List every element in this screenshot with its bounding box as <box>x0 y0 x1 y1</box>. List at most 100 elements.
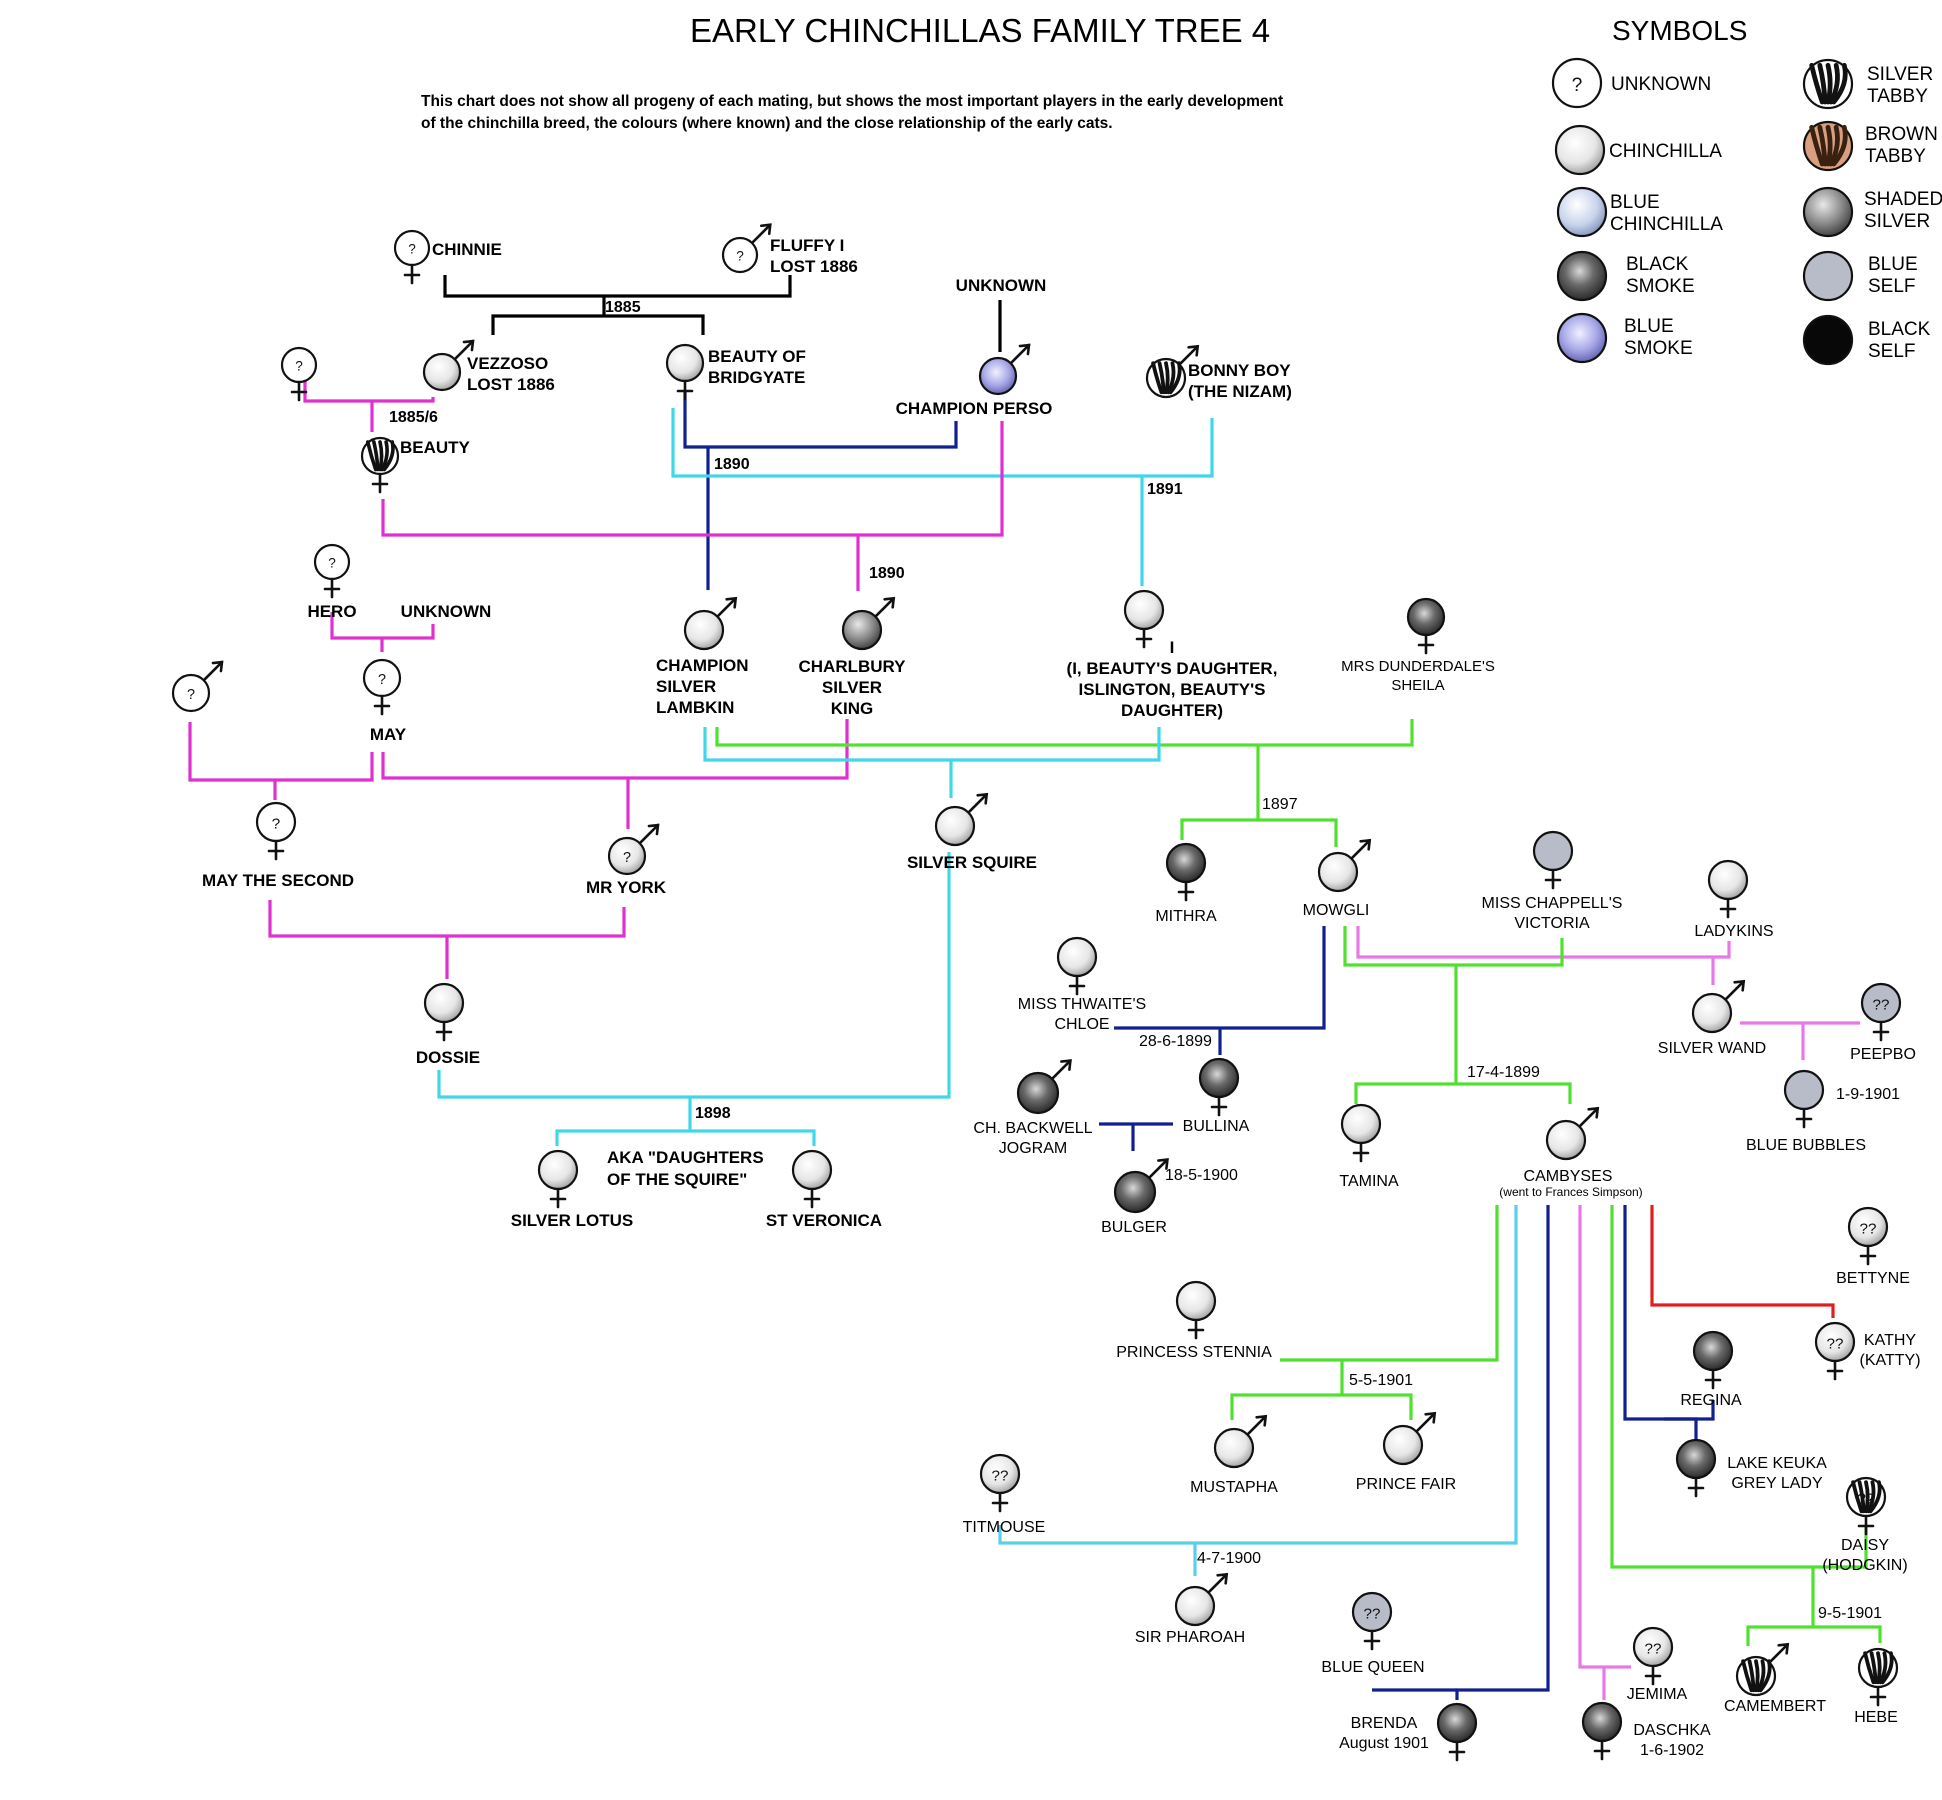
pedigree-connector-cyan <box>437 852 951 1099</box>
female-symbol-icon <box>1448 1740 1466 1762</box>
cat-label-islington: (I, BEAUTY'S DAUGHTER, <box>1067 659 1278 678</box>
cat-label-kathy: KATHY <box>1864 1332 1916 1349</box>
cat-may: ?MAY <box>362 658 407 744</box>
cat-label-victoria: MISS CHAPPELL'S <box>1482 895 1623 912</box>
cat-bonny: BONNY BOY(THE NIZAM) <box>1145 344 1292 401</box>
cat-label-charlbury: KING <box>831 699 874 718</box>
cat-label-regina: REGINA <box>1680 1392 1742 1409</box>
cat-pharoah: SIR PHAROAH <box>1135 1572 1245 1646</box>
cat-bullina: BULLINA <box>1183 1057 1250 1135</box>
hero-unknown-icon: ? <box>313 543 351 581</box>
cat-label-hero: HERO <box>307 602 356 621</box>
legend-label: SILVER <box>1867 64 1933 85</box>
pedigree-connector-magenta <box>381 719 849 780</box>
male-symbol-icon <box>1051 1059 1072 1080</box>
cat-label-bluequeen: BLUE QUEEN <box>1321 1659 1424 1676</box>
mating-dates: 18851885/61890189118901897189828-6-18991… <box>389 299 1900 1622</box>
cat-label-vezzoso: LOST 1886 <box>467 375 555 394</box>
mating-date-d1_9_1901: 1-9-1901 <box>1836 1086 1900 1103</box>
chloe-chinchilla-icon <box>1056 936 1098 978</box>
pedigree-connector-green <box>1230 1393 1413 1420</box>
lambkin-chinchilla-icon <box>683 609 725 651</box>
cat-label-mryork: MR YORK <box>586 878 667 897</box>
titmouse-chinchilla-icon-mark: ?? <box>992 1467 1009 1484</box>
pedigree-connector-pink <box>1356 926 1731 959</box>
label-unknown_may: UNKNOWN <box>401 602 492 621</box>
female-symbol-icon <box>1068 974 1086 996</box>
male-symbol-icon <box>638 823 660 845</box>
cat-islington: I(I, BEAUTY'S DAUGHTER,ISLINGTON, BEAUTY… <box>1067 589 1278 720</box>
camembert-silvertabby-icon <box>1735 1655 1777 1697</box>
silvertabby-swatch-icon <box>1802 58 1854 110</box>
cat-regina: REGINA <box>1680 1330 1742 1409</box>
label-unknown_perso: UNKNOWN <box>956 276 1047 295</box>
label-cambyses_note: (went to Frances Simpson) <box>1499 1185 1642 1199</box>
cambyses-chinchilla-icon <box>1545 1119 1587 1161</box>
legend-label: SELF <box>1868 276 1916 297</box>
brenda-blacksmoke-icon <box>1436 1702 1478 1744</box>
beauty_bridgyate-chinchilla-icon <box>665 343 705 383</box>
silverwand-chinchilla-icon <box>1691 992 1733 1034</box>
pedigree-connector-green <box>1280 1205 1499 1362</box>
shaded-swatch-icon <box>1802 186 1854 238</box>
cat-label-beauty: BEAUTY <box>400 438 471 457</box>
bluebubbles-blueself-icon <box>1783 1069 1825 1111</box>
pedigree-connector-magenta <box>188 722 374 782</box>
cat-mustapha: MUSTAPHA <box>1190 1414 1278 1496</box>
daisy-silvertabby-icon-mark: ?? <box>1858 1490 1875 1507</box>
symbols-legend: SYMBOLS ?UNKNOWNCHINCHILLABLUECHINCHILLA… <box>1551 15 1942 366</box>
fluffy-unknown-icon-mark: ? <box>736 249 744 264</box>
legend-label: SMOKE <box>1624 338 1693 359</box>
cat-label-chinnie: CHINNIE <box>432 240 502 259</box>
cat-label-beauty_bridgyate: BRIDGYATE <box>708 368 805 387</box>
cat-jemima: ??JEMIMA <box>1627 1626 1688 1703</box>
female-symbol-icon <box>1544 868 1562 890</box>
bullina-blacksmoke-icon <box>1198 1057 1240 1099</box>
may-unknown-icon: ? <box>362 658 402 698</box>
cat-label-dossie: DOSSIE <box>416 1048 480 1067</box>
female-symbol-icon <box>1417 633 1435 655</box>
veronica-chinchilla-icon <box>791 1149 833 1191</box>
bluesmoke-swatch-icon <box>1556 312 1608 364</box>
cat-label-mithra: MITHRA <box>1155 908 1217 925</box>
blacksmoke-swatch-icon <box>1556 250 1608 302</box>
cat-ladykins: LADYKINS <box>1694 859 1774 940</box>
cat-hebe: HEBE <box>1854 1647 1899 1726</box>
mating-date-d1891: 1891 <box>1147 481 1183 498</box>
label-aka: AKA "DAUGHTERS <box>607 1148 764 1167</box>
legend-label: TABBY <box>1865 146 1926 167</box>
pedigree-connector-magenta <box>303 381 435 403</box>
intro-line-1: This chart does not show all progeny of … <box>421 93 1283 110</box>
cat-lotus: SILVER LOTUS <box>511 1149 633 1230</box>
unk_sire-unknown-icon: ? <box>171 673 211 713</box>
cat-label-daisy: DAISY <box>1841 1537 1889 1554</box>
female-symbol-icon <box>373 694 391 716</box>
daisy-silvertabby-icon: ?? <box>1845 1476 1887 1518</box>
pedigree-connector-navy <box>1455 1205 1550 1700</box>
cat-label-beauty_bridgyate: BEAUTY OF <box>708 347 806 366</box>
male-symbol-icon <box>1246 1414 1268 1436</box>
cat-label-daschka: 1-6-1902 <box>1640 1742 1704 1759</box>
mating-date-d4_7_1900: 4-7-1900 <box>1197 1550 1261 1567</box>
cat-camembert: CAMEMBERT <box>1724 1642 1826 1715</box>
male-symbol-icon <box>1207 1572 1229 1594</box>
pedigree-connector-magenta <box>268 900 626 938</box>
islington-chinchilla-icon <box>1123 589 1165 631</box>
male-symbol-icon <box>202 660 224 682</box>
legend-label: SMOKE <box>1626 276 1695 297</box>
mustapha-chinchilla-icon <box>1213 1427 1255 1469</box>
blackself-swatch-icon <box>1802 314 1854 366</box>
legend-label: CHINCHILLA <box>1609 141 1722 162</box>
pedigree-connector-navy <box>1114 926 1326 1030</box>
pedigree-connector-navy <box>683 390 958 449</box>
pedigree-connector-green <box>1343 926 1564 967</box>
unknown_dam-unknown-icon-mark: ? <box>295 359 303 374</box>
cat-may2: ?MAY THE SECOND <box>202 801 354 890</box>
legend-label: BLACK <box>1626 254 1689 275</box>
bonny-silvertabby-icon <box>1145 357 1187 399</box>
intro-line-2: of the chinchilla breed, the colours (wh… <box>421 115 1113 132</box>
